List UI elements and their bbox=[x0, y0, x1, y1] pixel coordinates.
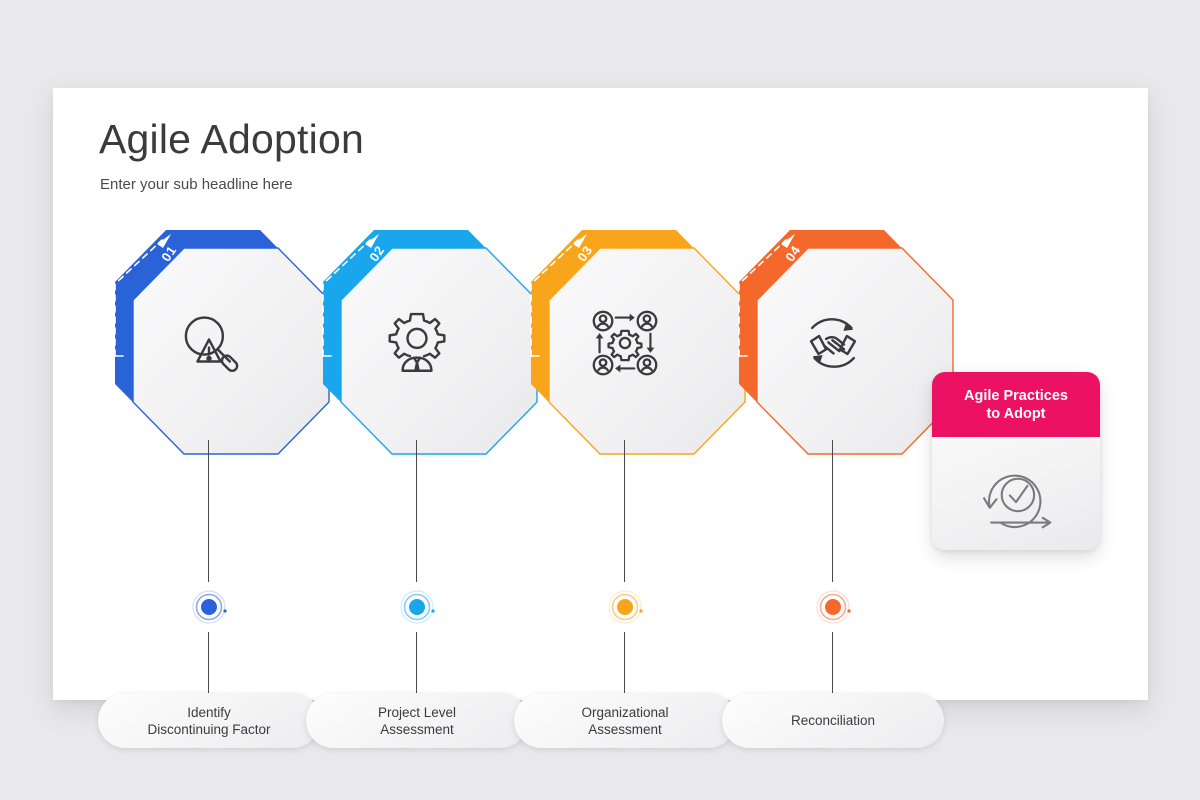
step-item-4[interactable]: 04 bbox=[722, 88, 954, 748]
connector-line-bottom-3 bbox=[624, 632, 625, 694]
agile-sprint-check-icon bbox=[983, 474, 1052, 528]
step-item-3[interactable]: 03 bbox=[514, 88, 746, 748]
dot-icon-3 bbox=[608, 590, 643, 624]
agile-practices-card-body bbox=[932, 437, 1100, 550]
hexagon-group-1[interactable]: 01 bbox=[105, 226, 330, 455]
dot-icon-1 bbox=[192, 590, 227, 624]
connector-line-top-1 bbox=[208, 440, 209, 582]
hexagon-shape-1 bbox=[114, 230, 330, 455]
step-label-text-4: Reconciliation bbox=[790, 713, 876, 728]
dot-icon-2 bbox=[400, 590, 435, 624]
hexagon-group-3[interactable]: 03 bbox=[521, 226, 746, 455]
connector-line-bottom-2 bbox=[416, 632, 417, 694]
step-marker-dot-1[interactable] bbox=[184, 582, 234, 632]
handshake-cycle-icon bbox=[768, 278, 898, 408]
connector-line-bottom-1 bbox=[208, 632, 209, 694]
step-item-2[interactable]: 02 bbox=[306, 88, 538, 748]
team-gear-cycle-icon bbox=[560, 278, 690, 408]
hexagon-group-4[interactable]: 04 bbox=[729, 226, 954, 455]
step-item-1[interactable]: 01 bbox=[98, 88, 330, 748]
page-subtitle: Enter your sub headline here bbox=[100, 176, 293, 193]
hexagon-shape-2 bbox=[322, 230, 538, 455]
connector-line-top-4 bbox=[832, 440, 833, 582]
step-marker-dot-2[interactable] bbox=[392, 582, 442, 632]
page-title: Agile Adoption bbox=[99, 116, 364, 162]
connector-line-top-2 bbox=[416, 440, 417, 582]
step-marker-dot-4[interactable] bbox=[808, 582, 858, 632]
hexagon-group-2[interactable]: 02 bbox=[313, 226, 538, 455]
magnifier-warning-icon bbox=[144, 278, 274, 408]
dot-icon-4 bbox=[816, 590, 851, 624]
step-label-pill-4[interactable]: Reconciliation bbox=[722, 693, 944, 748]
connector-line-top-3 bbox=[624, 440, 625, 582]
hexagon-shape-4 bbox=[738, 230, 954, 455]
step-marker-dot-3[interactable] bbox=[600, 582, 650, 632]
gear-person-icon bbox=[352, 278, 482, 408]
connector-line-bottom-4 bbox=[832, 632, 833, 694]
